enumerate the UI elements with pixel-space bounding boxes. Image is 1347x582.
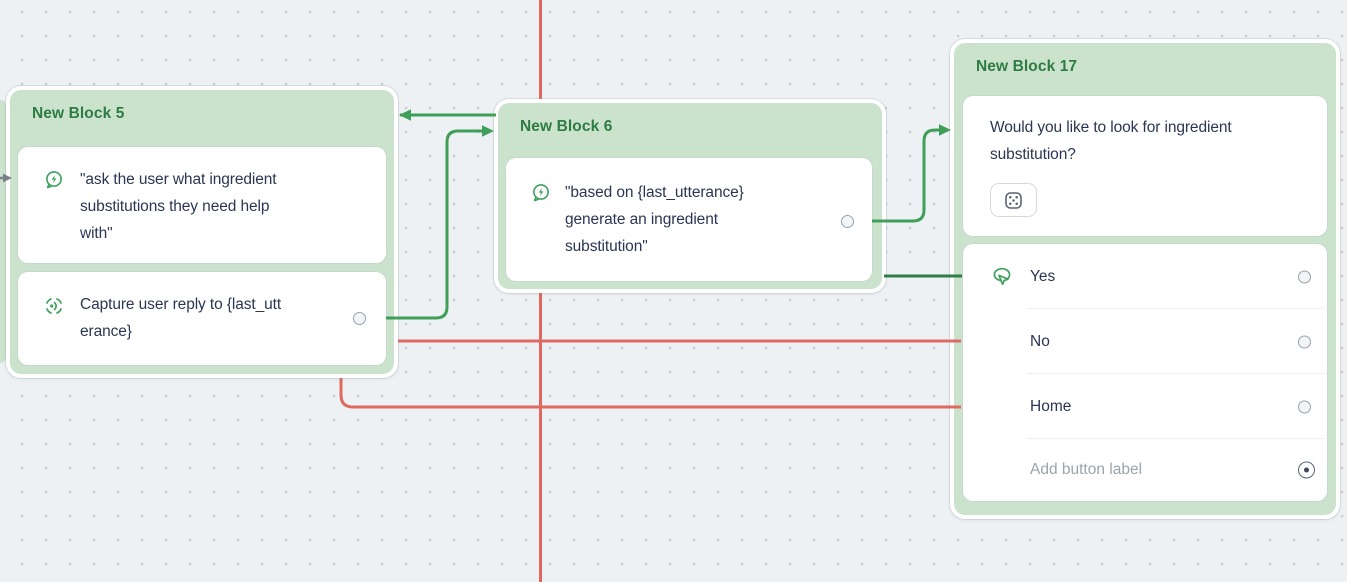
ai-response-card[interactable]: "ask the user what ingredient substituti… [18,147,386,263]
ai-output-port[interactable] [841,215,854,228]
buttons-card[interactable]: Yes No Home Add button label [963,244,1327,501]
connector-capture-to-block6[interactable] [386,129,487,320]
button-row-home[interactable]: Home [963,374,1327,439]
add-variant-button[interactable] [990,183,1037,217]
button-label[interactable]: Yes [1030,267,1056,285]
block-title[interactable]: New Block 17 [976,58,1078,75]
dice-icon [1005,191,1022,209]
buttons-icon [993,267,1011,285]
button-label[interactable]: Home [1030,397,1072,415]
capture-output-port[interactable] [353,312,366,325]
button-label[interactable]: No [1030,332,1050,350]
offscreen-block-edge [0,100,6,363]
ai-speak-icon [46,171,62,189]
button-row-no[interactable]: No [963,309,1327,374]
ai-speak-icon [533,184,549,202]
connector-red-horizontal-home[interactable] [339,374,952,409]
ai-response-card[interactable]: "based on {last_utterance} generate an i… [506,158,872,281]
button-port-yes[interactable] [1298,270,1311,283]
add-button-port[interactable] [1298,461,1315,479]
button-port-no[interactable] [1298,335,1311,348]
ai-prompt-text: "ask the user what ingredient substituti… [80,171,277,242]
block-new-block-17[interactable]: New Block 17 Would you like to look for … [950,39,1340,519]
block-title[interactable]: New Block 6 [520,118,613,135]
button-port-home[interactable] [1298,400,1311,413]
block-new-block-5[interactable]: New Block 5 "ask the user what ingredien… [6,86,398,378]
add-button-label-input[interactable]: Add button label [1030,461,1143,478]
ai-prompt-text: "based on {last_utterance} generate an i… [565,184,744,255]
message-card[interactable]: Would you like to look for ingredient su… [963,96,1327,236]
block-new-block-6[interactable]: New Block 6 "based on {last_utterance} g… [494,99,886,293]
arrowhead-into-block6 [482,125,494,137]
capture-card[interactable]: Capture user reply to {last_utt erance} [18,272,386,365]
message-text: Would you like to look for ingredient su… [990,119,1232,163]
arrowhead-into-block5 [399,109,411,121]
capture-icon [46,298,62,314]
button-row-yes[interactable]: Yes [963,244,1327,309]
add-button-row[interactable]: Add button label [963,439,1327,501]
block-title[interactable]: New Block 5 [32,105,125,122]
capture-text: Capture user reply to {last_utt erance} [80,296,282,340]
